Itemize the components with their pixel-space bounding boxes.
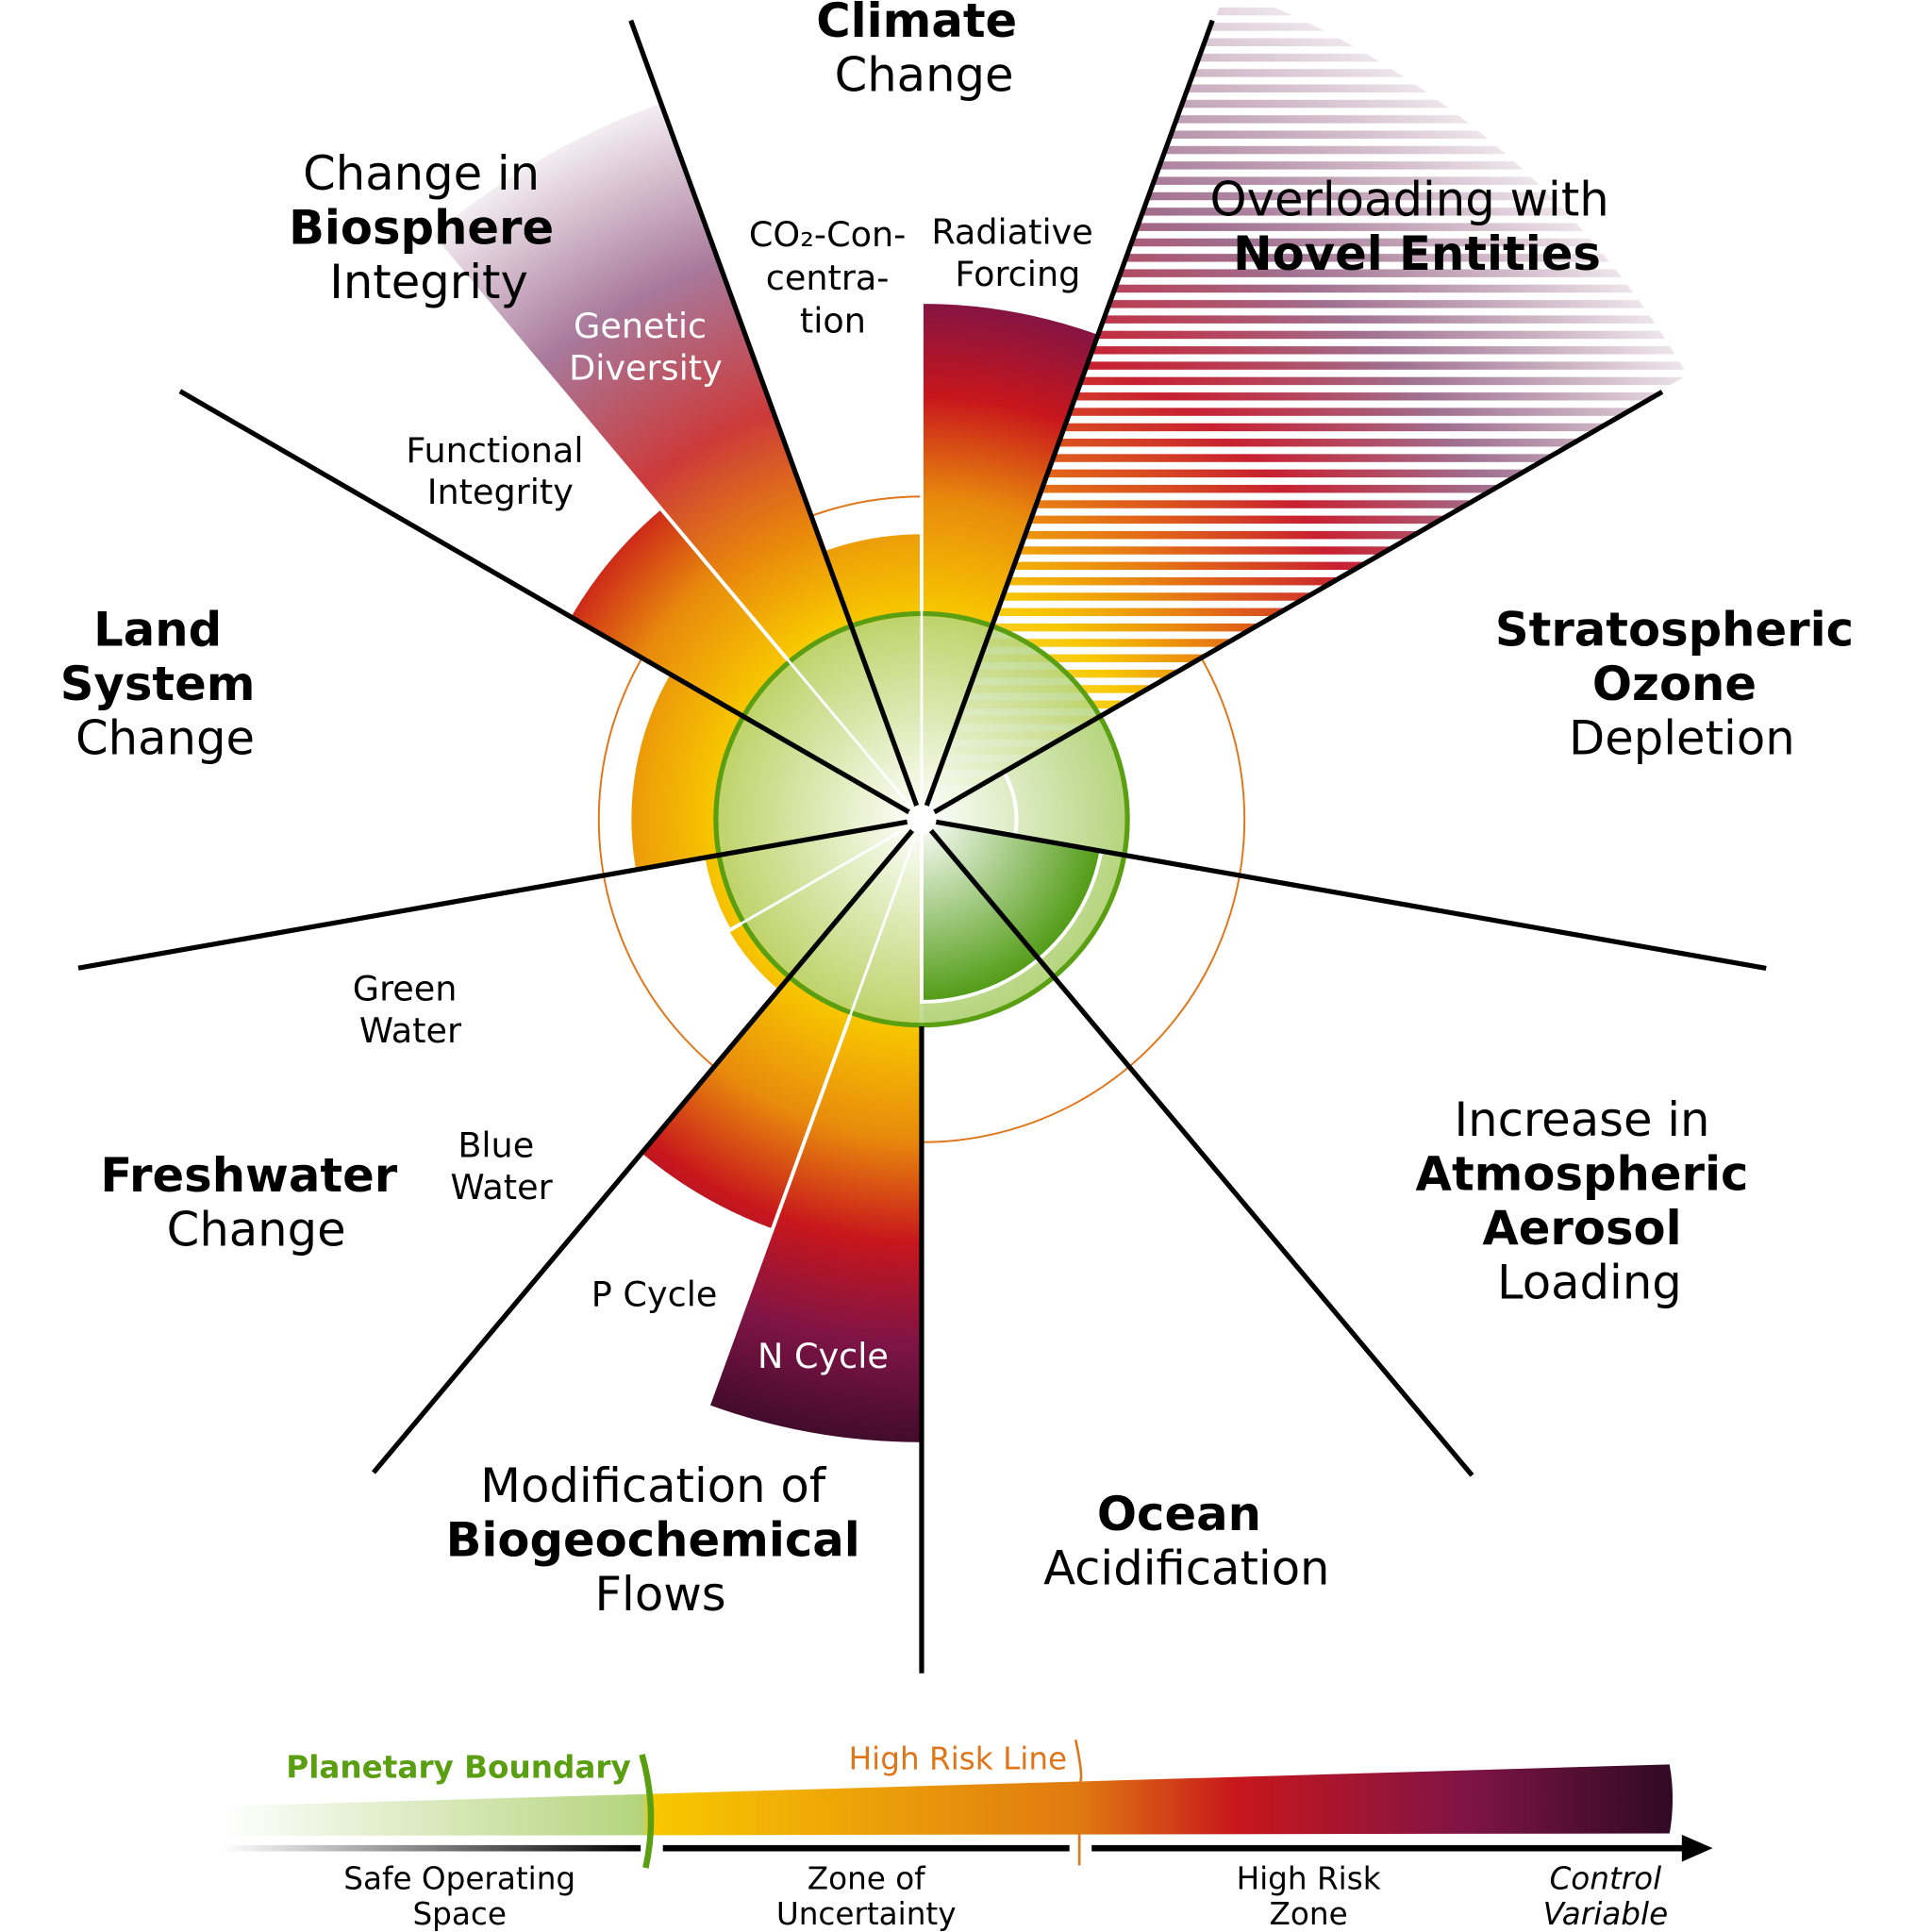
sector-divider-line — [628, 19, 921, 811]
legend-high-risk-tick — [1074, 1739, 1083, 1866]
legend: Planetary Boundary High Risk Line Safe O… — [222, 1739, 1713, 1932]
label-radiative-forcing: Radiative Forcing — [931, 212, 1104, 294]
sector-divider-line — [925, 824, 1474, 1477]
legend-boundary-tick — [639, 1754, 655, 1869]
label-ocean-acidification: Ocean Acidification — [1043, 1487, 1329, 1595]
label-climate-change: Climate Change — [816, 0, 1032, 103]
legend-planetary-boundary: Planetary Boundary — [286, 1750, 630, 1786]
label-green-water: Green Water — [353, 969, 468, 1051]
sector-divider-line — [372, 824, 918, 1474]
wedge-aerosol-inner — [917, 816, 1104, 962]
label-ozone-depletion: Stratospheric Ozone Depletion — [1495, 602, 1869, 765]
label-co2-concentration: CO₂-Con- centra- tion — [749, 214, 917, 341]
label-functional-integrity: Functional Integrity — [406, 430, 594, 512]
label-p-cycle: P Cycle — [591, 1274, 718, 1314]
sector-divider-line — [77, 818, 913, 971]
label-land-system-change: Land System Change — [60, 602, 271, 765]
sector-divider-line — [928, 390, 1664, 817]
label-n-cycle: N Cycle — [758, 1336, 889, 1376]
label-blue-water: Blue Water — [451, 1124, 554, 1207]
novel-entities-stripes — [918, 0, 1693, 824]
wedge-ocean-inner — [920, 814, 1041, 1004]
sub-divider-line — [429, 233, 923, 821]
label-genetic-diversity: Genetic Diversity — [569, 306, 723, 388]
legend-arrow-icon — [1681, 1834, 1713, 1862]
sub-divider-line — [707, 819, 924, 1407]
sector-divider-line — [923, 19, 1215, 811]
label-freshwater-change: Freshwater Change — [100, 1148, 412, 1257]
label-biosphere-integrity: Change in Biosphere Integrity — [289, 146, 569, 309]
label-biogeochemical-flows: Modification of Biogeochemical Flows — [446, 1458, 875, 1622]
legend-gradient-bar — [222, 1764, 1674, 1837]
label-novel-entities: Overloading with Novel Entities — [1210, 173, 1624, 281]
sector-divider-line — [178, 389, 915, 817]
wedge-genetic-diversity — [427, 99, 924, 821]
legend-high-risk-line: High Risk Line — [849, 1741, 1067, 1777]
sector-divider-line — [930, 818, 1767, 972]
center-point — [907, 804, 937, 835]
label-aerosol-loading: Increase in Atmospheric Aerosol Loading — [1416, 1092, 1764, 1309]
sub-divider-line — [726, 818, 923, 933]
